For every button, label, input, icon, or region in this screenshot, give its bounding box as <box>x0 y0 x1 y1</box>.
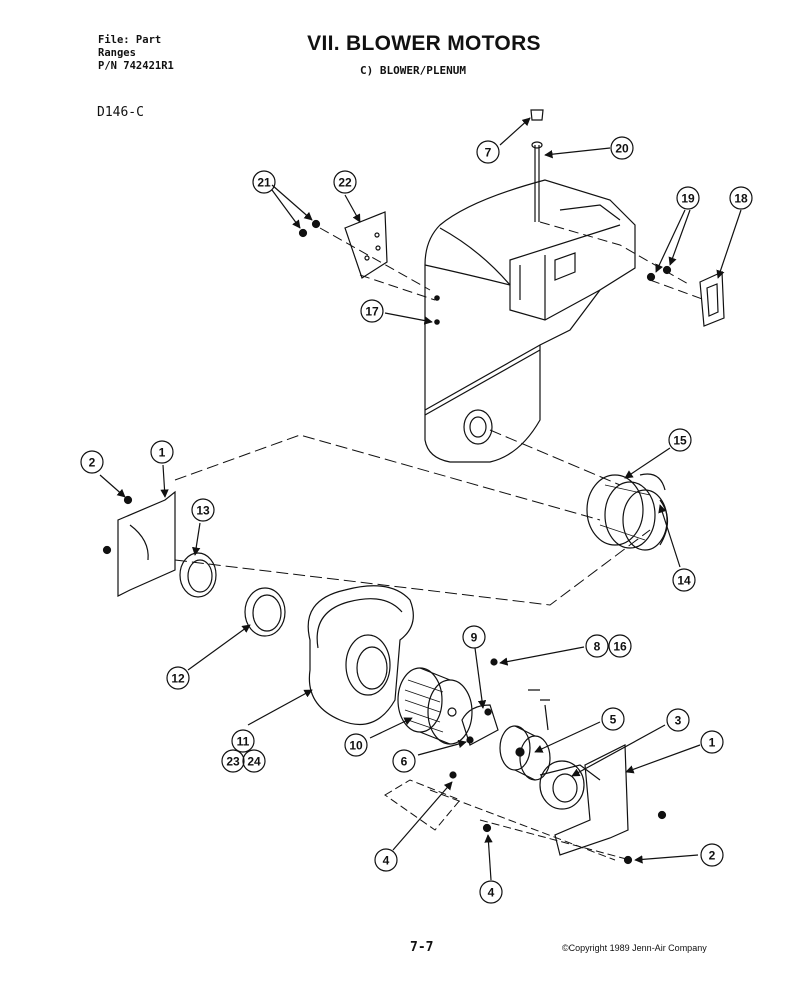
screw-4a <box>449 771 457 779</box>
left-bracket <box>102 490 176 597</box>
page-subtitle: C) BLOWER/PLENUM <box>360 64 466 77</box>
svg-text:11: 11 <box>237 735 250 749</box>
svg-text:21: 21 <box>257 176 271 190</box>
callout-16: 16 <box>608 634 632 658</box>
callout-17: 17 <box>360 299 384 323</box>
callout-21: 21 <box>252 170 276 194</box>
callout-23: 23 <box>221 749 245 773</box>
svg-text:23: 23 <box>226 755 240 769</box>
callout-22: 22 <box>333 170 357 194</box>
svg-text:9: 9 <box>471 631 478 645</box>
svg-text:20: 20 <box>615 142 629 156</box>
callout-3: 3 <box>666 708 690 732</box>
callout-10: 10 <box>344 733 368 757</box>
svg-text:16: 16 <box>613 640 627 654</box>
wiring <box>490 658 550 731</box>
svg-text:7: 7 <box>485 146 492 160</box>
svg-text:2: 2 <box>89 456 96 470</box>
callout-8: 8 <box>585 634 609 658</box>
flex-duct <box>586 473 669 551</box>
svg-text:1: 1 <box>159 446 166 460</box>
callout-4-bottom: 4 <box>479 880 503 904</box>
svg-text:1: 1 <box>709 736 716 750</box>
callout-18: 18 <box>729 186 753 210</box>
svg-text:24: 24 <box>247 755 261 769</box>
file-line: File: Part <box>98 34 162 46</box>
bracket-18 <box>699 271 725 327</box>
blower-wheel <box>397 667 473 745</box>
blower-housing <box>307 585 414 726</box>
rod-20 <box>530 109 544 222</box>
callout-20: 20 <box>610 136 634 160</box>
callout-5: 5 <box>601 707 625 731</box>
svg-text:5: 5 <box>610 713 617 727</box>
callout-1-left: 1 <box>150 440 174 464</box>
part-number-line: P/N 742421R1 <box>98 60 174 72</box>
svg-text:12: 12 <box>171 672 185 686</box>
callout-7: 7 <box>476 140 500 164</box>
ring-13 <box>179 552 217 598</box>
callout-1-right: 1 <box>700 730 724 754</box>
callout-leaders <box>99 117 742 881</box>
svg-text:3: 3 <box>675 714 682 728</box>
callout-15: 15 <box>668 428 692 452</box>
diagram-code: D146-C <box>97 105 144 120</box>
svg-text:2: 2 <box>709 849 716 863</box>
svg-text:19: 19 <box>681 192 695 206</box>
callout-19: 19 <box>676 186 700 210</box>
file-info-block: File: Part Ranges P/N 742421R1 <box>98 34 174 73</box>
svg-text:6: 6 <box>401 755 408 769</box>
page-title: VII. BLOWER MOTORS <box>307 32 541 55</box>
callout-2-top: 2 <box>80 450 104 474</box>
nuts-19 <box>646 265 672 282</box>
svg-text:8: 8 <box>594 640 601 654</box>
svg-text:4: 4 <box>383 854 390 868</box>
motor-bracket <box>461 704 499 746</box>
ring-12 <box>244 587 286 637</box>
svg-text:14: 14 <box>677 574 691 588</box>
page-number: 7-7 <box>410 940 434 955</box>
motor-mount <box>539 760 601 810</box>
copyright-notice: ©Copyright 1989 Jenn-Air Company <box>562 943 707 953</box>
callout-2-bottom: 2 <box>700 843 724 867</box>
category-line: Ranges <box>98 47 136 59</box>
plenum-housing <box>424 179 636 463</box>
svg-text:13: 13 <box>196 504 210 518</box>
callout-9: 9 <box>462 625 486 649</box>
svg-text:22: 22 <box>338 176 352 190</box>
blower-motor <box>499 725 551 781</box>
callout-13: 13 <box>191 498 215 522</box>
svg-text:10: 10 <box>349 739 363 753</box>
svg-text:4: 4 <box>488 886 495 900</box>
svg-text:18: 18 <box>734 192 748 206</box>
callout-11: 11 <box>231 729 255 753</box>
right-bracket <box>554 744 667 865</box>
screws-21 <box>298 219 321 238</box>
alignment-lines-top <box>319 221 706 301</box>
bracket-22 <box>344 211 388 279</box>
callout-labels: 7 20 21 22 19 18 17 2 1 13 15 14 12 9 8 … <box>80 136 753 904</box>
screw-4b <box>482 823 492 833</box>
base-plate <box>384 779 631 861</box>
callout-14: 14 <box>672 568 696 592</box>
callout-6: 6 <box>392 749 416 773</box>
alignment-frame <box>174 429 651 606</box>
svg-text:17: 17 <box>365 305 379 319</box>
callout-4-left: 4 <box>374 848 398 872</box>
svg-text:15: 15 <box>673 434 687 448</box>
callout-24: 24 <box>242 749 266 773</box>
callout-12: 12 <box>166 666 190 690</box>
